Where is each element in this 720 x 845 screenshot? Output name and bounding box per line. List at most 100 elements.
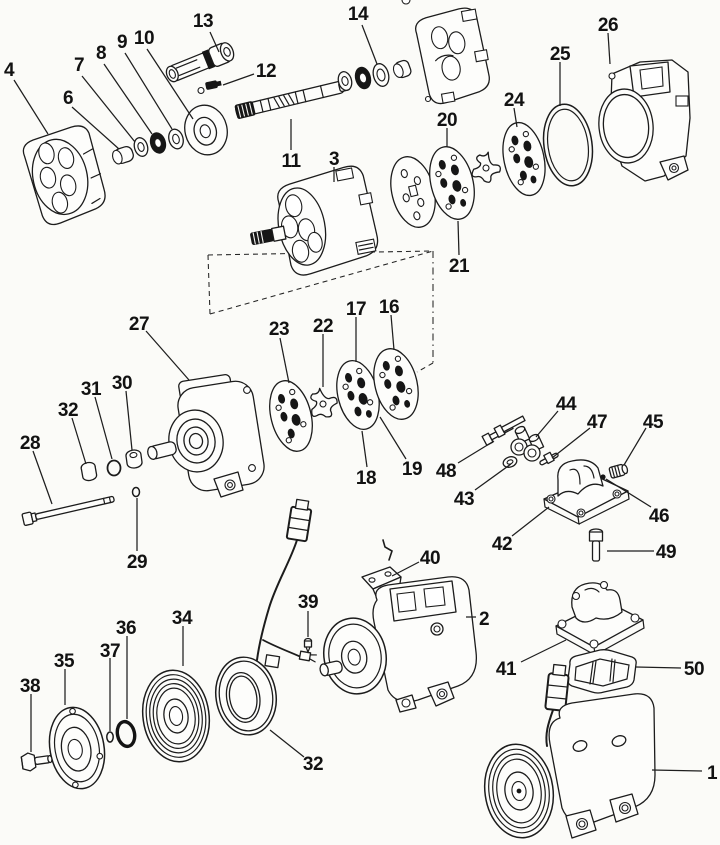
part-41-bracket: [555, 580, 645, 657]
part-6-roller: [111, 145, 134, 165]
callout-10-leader: [146, 48, 194, 120]
part-27-front-head: [147, 373, 265, 498]
part-31-snap-ring: [106, 459, 122, 477]
callout-31-leader: [94, 396, 113, 460]
callout-27-leader: [145, 330, 190, 381]
callout-21-label: 21: [449, 256, 470, 277]
callout-8-leader: [103, 63, 153, 135]
callout-46-leader: [605, 478, 652, 508]
part-14-washer: [372, 63, 390, 87]
callout-14-label: 14: [348, 4, 369, 25]
lead-wire-connector: [256, 498, 317, 663]
callout-43-label: 43: [454, 489, 474, 510]
part-42-cover: [543, 459, 630, 526]
callout-44-label: 44: [556, 394, 577, 415]
part-16-valve-disc: [373, 348, 419, 420]
callout-7-leader: [81, 75, 136, 143]
callout-32-leader: [269, 729, 305, 758]
callout-44-leader: [535, 410, 559, 438]
callout-1-leader: [651, 769, 703, 772]
part-25-o-ring: [542, 103, 594, 187]
callout-36-label: 36: [116, 618, 136, 639]
callout-4-leader: [13, 79, 49, 135]
callout-40-label: 40: [420, 548, 440, 569]
part-35-clutch-hub: [48, 706, 106, 790]
callout-16-label: 16: [379, 297, 399, 318]
callout-12-label: 12: [256, 61, 276, 82]
rear-cylinder-block: [415, 7, 490, 105]
callout-50-leader: [635, 666, 682, 669]
parts-layer: [20, 0, 691, 839]
callout-3-label: 3: [329, 149, 339, 170]
part-20-gasket: [390, 156, 436, 228]
callout-24-label: 24: [504, 90, 525, 111]
callout-13-label: 13: [193, 11, 213, 32]
part-30-nut: [125, 449, 143, 469]
part-34-pulley: [141, 669, 211, 763]
callout-17-label: 17: [346, 299, 366, 320]
callout-45-leader: [623, 427, 647, 466]
part-50-gasket: [567, 649, 637, 694]
callout-48-leader: [457, 440, 495, 464]
callout-27-label: 27: [129, 314, 149, 335]
callout-19-label: 19: [402, 459, 422, 480]
shaft-bearing: [354, 66, 372, 90]
callout-9-leader: [124, 52, 173, 130]
callout-28-label: 28: [20, 433, 40, 454]
callout-18-label: 18: [356, 468, 376, 489]
part-32-cup: [80, 461, 98, 482]
callout-34-label: 34: [172, 608, 193, 629]
callout-42-label: 42: [492, 534, 512, 555]
callout-32-leader: [71, 417, 87, 465]
part-47-pin: [539, 451, 559, 466]
part-17-valve-disc: [336, 360, 380, 430]
part-38-bolt: [20, 752, 53, 772]
callout-49-label: 49: [656, 542, 676, 563]
callout-1-label: 1: [707, 763, 718, 784]
part-37-ring: [106, 731, 114, 743]
part-7-washer: [133, 137, 149, 157]
callout-20-label: 20: [437, 110, 457, 131]
part-13-coupling: [165, 42, 235, 83]
part-49-bolt: [588, 528, 604, 562]
callout-23-leader: [279, 337, 290, 384]
part-45-fitting: [608, 463, 629, 479]
callout-10-label: 10: [134, 28, 154, 49]
callout-38-label: 38: [20, 676, 40, 697]
part-22-star-spacer: [310, 387, 338, 418]
callout-12-leader: [222, 73, 255, 86]
callout-29-label: 29: [127, 552, 147, 573]
callout-50-label: 50: [684, 659, 704, 680]
callout-47-label: 47: [587, 412, 607, 433]
callout-45-label: 45: [643, 412, 664, 433]
callout-25-label: 25: [550, 44, 571, 65]
part-9-washer: [168, 128, 184, 150]
part-12-bolt: [197, 80, 222, 95]
callout-23-label: 23: [269, 319, 289, 340]
part-28-through-bolt: [21, 495, 115, 526]
part-24-valve-disc: [502, 121, 546, 197]
part-2-compressor: [319, 0, 478, 713]
callout-48-label: 48: [436, 461, 456, 482]
callout-37-label: 37: [100, 641, 120, 662]
part-10-hub-plate: [184, 104, 228, 156]
callout-24-leader: [513, 107, 518, 128]
callout-32-label: 32: [303, 754, 323, 775]
part-1-compressor-assembly: [483, 663, 656, 839]
part-3-cylinder-block: [250, 165, 379, 276]
callout-39-label: 39: [298, 592, 318, 613]
callout-41-leader: [520, 639, 567, 663]
part-8-bearing: [149, 132, 167, 154]
callout-6-leader: [71, 106, 120, 150]
callout-26-leader: [607, 32, 611, 65]
part-48-bolts: [481, 415, 526, 446]
spacer-star-top: [471, 151, 502, 183]
callout-30-leader: [125, 390, 133, 451]
callout-42-leader: [511, 506, 550, 537]
callout-7-label: 7: [74, 55, 84, 76]
shaft-washer: [337, 71, 353, 91]
callout-32-label: 32: [58, 400, 78, 421]
callout-4-label: 4: [4, 60, 15, 81]
